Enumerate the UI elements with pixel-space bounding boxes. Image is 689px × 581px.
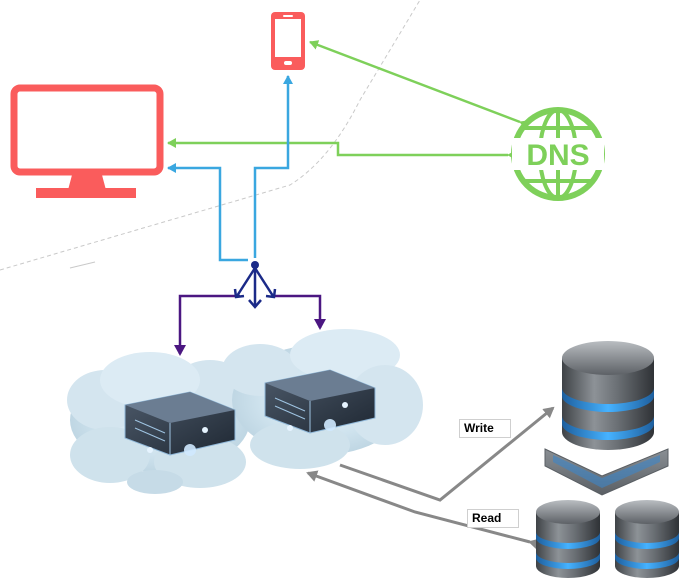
replica-database-icon-2 — [615, 500, 679, 578]
edge-balancer-to-server-right — [272, 294, 326, 330]
edge-read-from-replica-db — [306, 470, 541, 551]
server-icon-left — [124, 391, 236, 456]
dns-label: DNS — [526, 139, 589, 172]
write-label: Write — [459, 419, 511, 438]
mobile-phone-icon — [271, 12, 305, 70]
background-guide-tick — [69, 261, 96, 269]
load-balancer-icon — [233, 261, 277, 309]
replication-chevron-icon — [544, 448, 669, 496]
edge-balancer-to-phone — [253, 75, 293, 258]
dns-globe-icon: DNS — [511, 107, 605, 201]
edge-balancer-to-server-left — [174, 294, 240, 356]
edge-balancer-to-monitor — [167, 163, 248, 262]
monitor-icon — [10, 84, 164, 198]
read-label: Read — [467, 509, 519, 528]
edge-dns-to-phone — [309, 40, 530, 130]
edge-dns-to-monitor — [167, 138, 516, 160]
server-icon-right — [264, 369, 376, 434]
primary-database-icon — [562, 341, 654, 450]
replica-database-icon-1 — [536, 500, 600, 578]
replication-chevron-highlight — [553, 455, 660, 488]
